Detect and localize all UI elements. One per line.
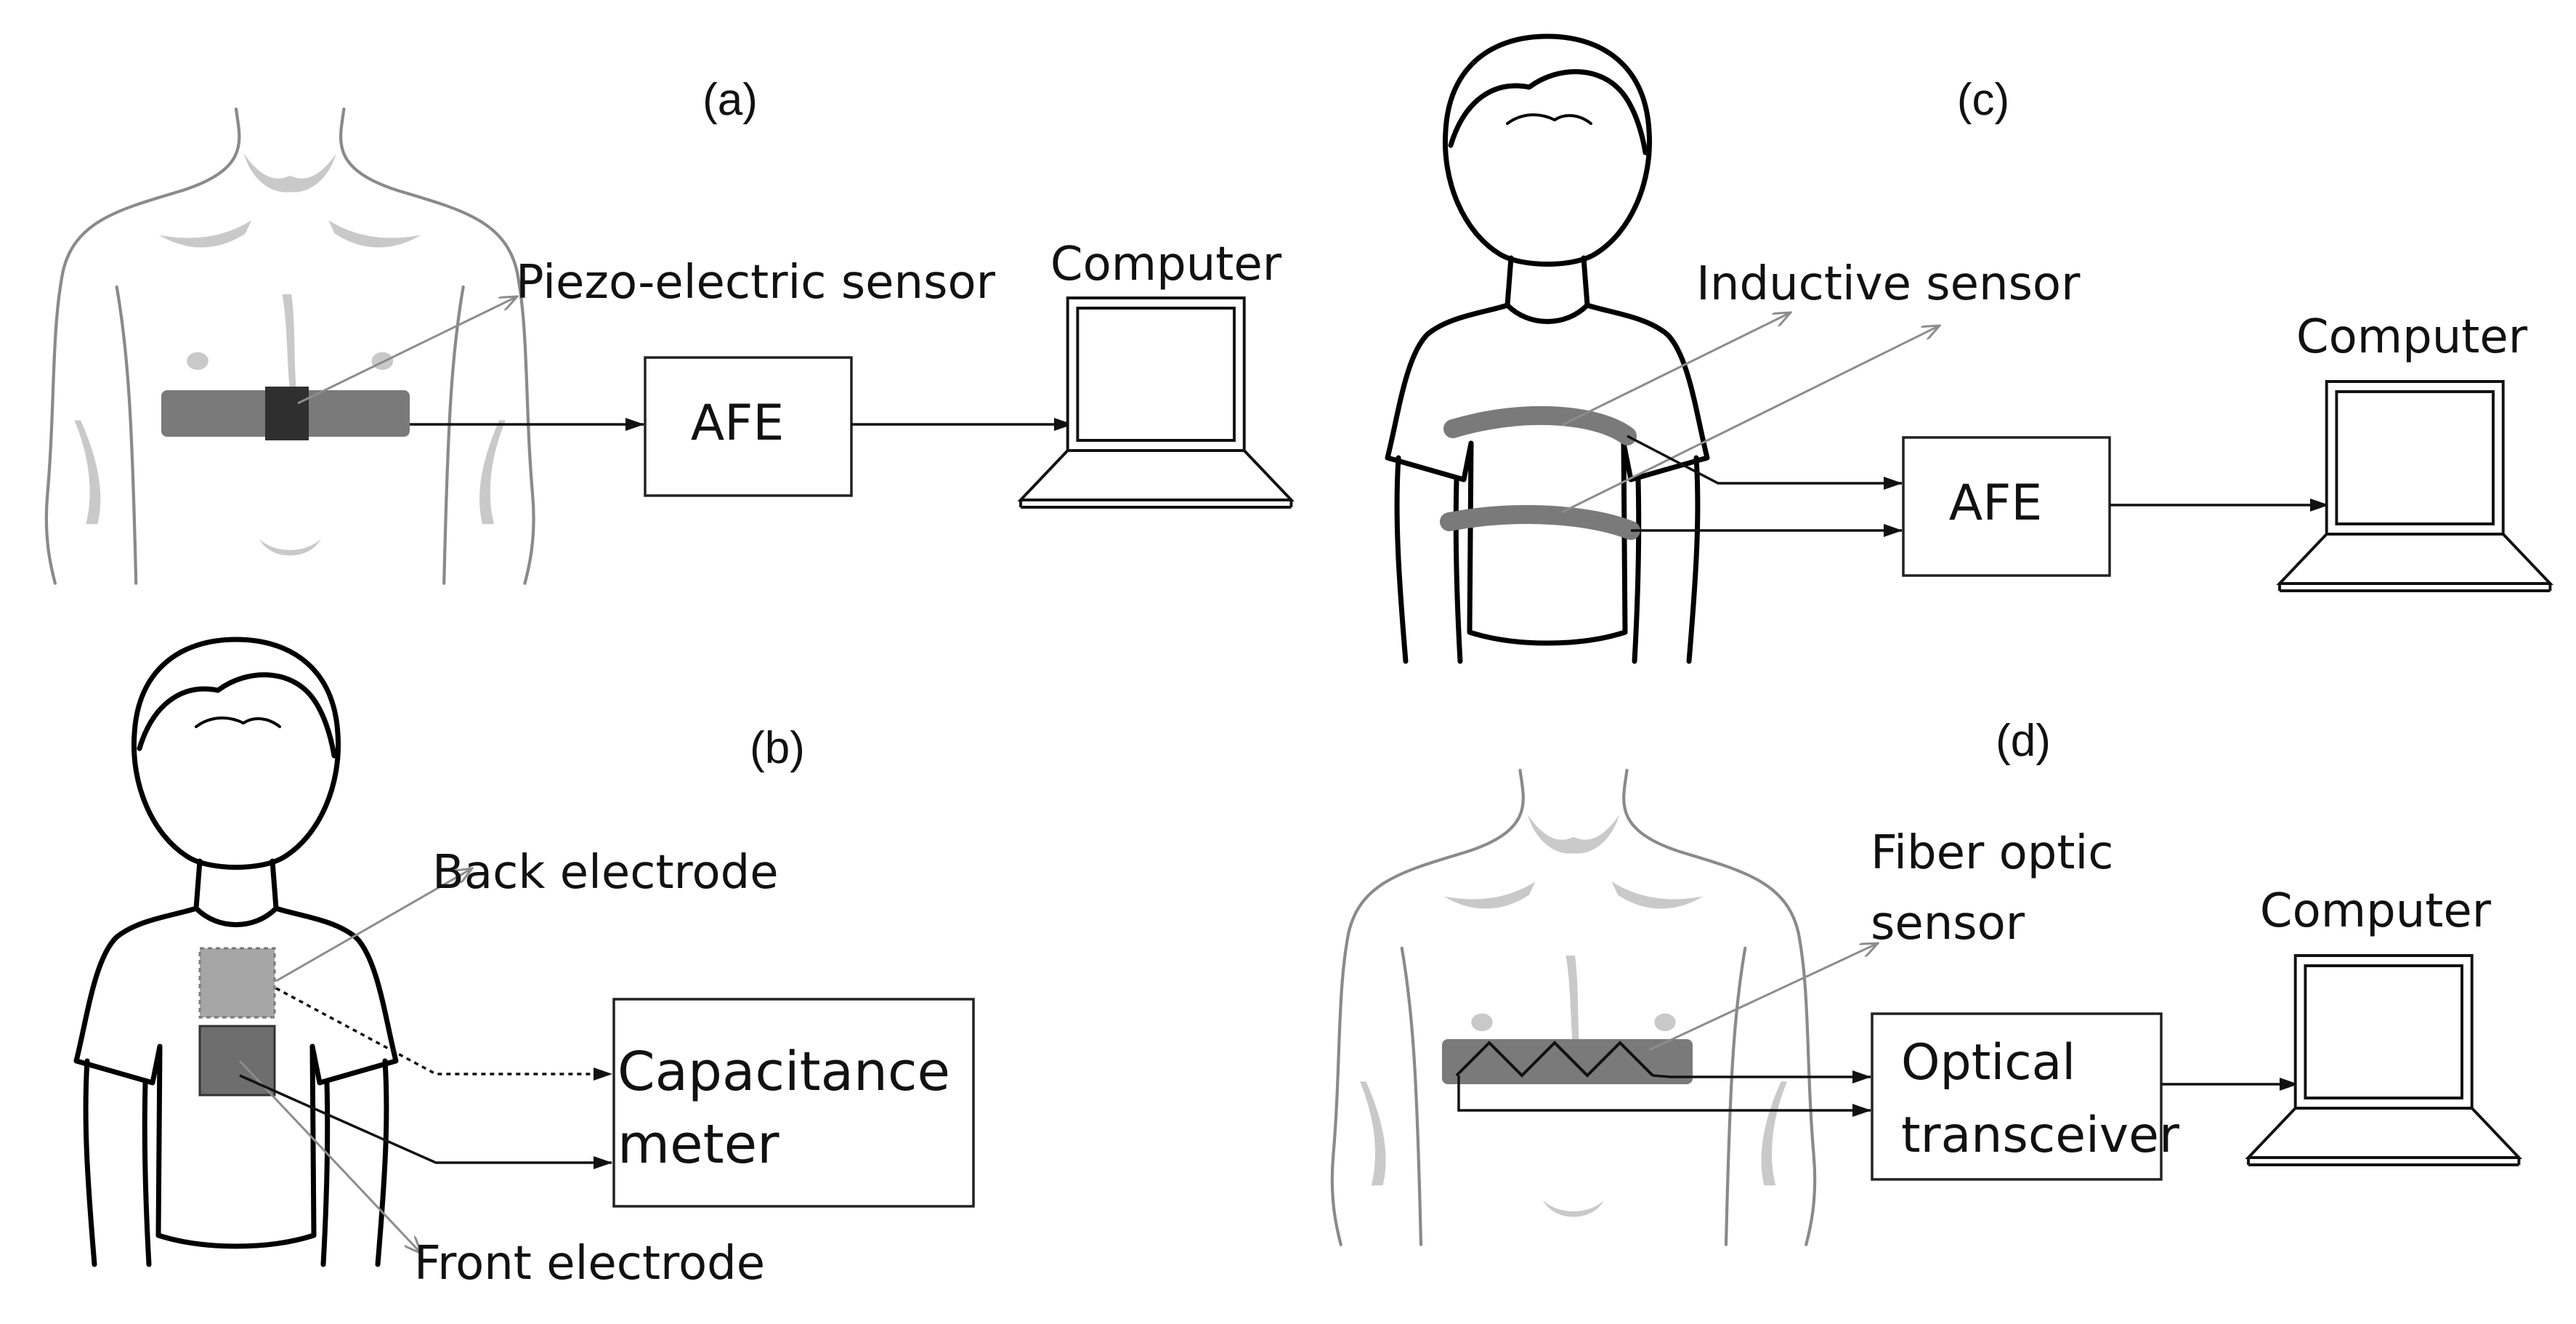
wire-front-electrode-to-meter [239, 1074, 612, 1169]
wire-fiber-return [1457, 1075, 1871, 1117]
inductive-leader-1 [1561, 312, 1791, 427]
computer-label-c: Computer [2296, 310, 2528, 364]
wire-coil-upper-to-afe [1627, 435, 1903, 490]
afe-box-c [1902, 436, 2111, 577]
piezo-sensor-label: Piezo-electric sensor [516, 256, 996, 310]
panel-d-tag: (d) [1996, 716, 2051, 766]
laptop-icon-d [2247, 954, 2521, 1166]
laptop-icon-a [1019, 296, 1293, 509]
afe-label-a: AFE [691, 395, 785, 452]
wire-back-electrode-to-meter [275, 987, 612, 1081]
child-figure-c [1388, 36, 1707, 661]
capacitance-meter-line2: meter [617, 1113, 779, 1176]
afe-label-c: AFE [1949, 475, 2043, 532]
fiber-optic-belt [1442, 1039, 1693, 1084]
capacitance-meter-box [612, 998, 975, 1208]
panel-c-tag: (c) [1957, 75, 2009, 125]
front-electrode-label: Front electrode [414, 1237, 765, 1291]
panel-c: (c) Inductive sensor AFE Computer [1388, 36, 2552, 661]
computer-label-a: Computer [1050, 238, 1282, 291]
piezo-leader [297, 296, 517, 405]
afe-box-a [644, 356, 853, 497]
panel-a: (a) Piezo-electric sensor AFE Computer [46, 75, 1293, 584]
optical-transceiver-line2: transceiver [1901, 1107, 2179, 1164]
inductive-sensor-label: Inductive sensor [1696, 257, 2081, 311]
inductive-coil-upper [1443, 405, 1637, 445]
panel-b: (b) Back electrode Front electrode Capac… [76, 639, 975, 1291]
adult-torso-a [46, 109, 534, 584]
inductive-leader-2 [1561, 326, 1940, 514]
fiber-optic-label-line2: sensor [1871, 897, 2025, 950]
front-electrode-leader [238, 1059, 421, 1254]
fiber-optic-leader [1648, 943, 1878, 1051]
piezo-patch [265, 387, 309, 440]
wire-fiber-out [1652, 1070, 1871, 1083]
computer-label-d: Computer [2260, 884, 2492, 938]
fiber-optic-zigzag [1455, 1041, 1654, 1078]
back-electrode [198, 947, 276, 1019]
optical-transceiver-box [1871, 1012, 2163, 1181]
back-electrode-label: Back electrode [432, 846, 779, 900]
panel-d: (d) Fiber optic sensor Optical transceiv… [1332, 716, 2521, 1245]
laptop-icon-c [2278, 380, 2552, 592]
back-electrode-leader [275, 868, 472, 982]
inductive-coil-lower [1440, 505, 1640, 540]
fiber-optic-label-line1: Fiber optic [1871, 826, 2113, 880]
capacitance-meter-line1: Capacitance [617, 1041, 950, 1103]
panel-b-tag: (b) [750, 723, 805, 773]
panel-a-tag: (a) [702, 75, 758, 125]
optical-transceiver-line1: Optical [1901, 1034, 2075, 1091]
